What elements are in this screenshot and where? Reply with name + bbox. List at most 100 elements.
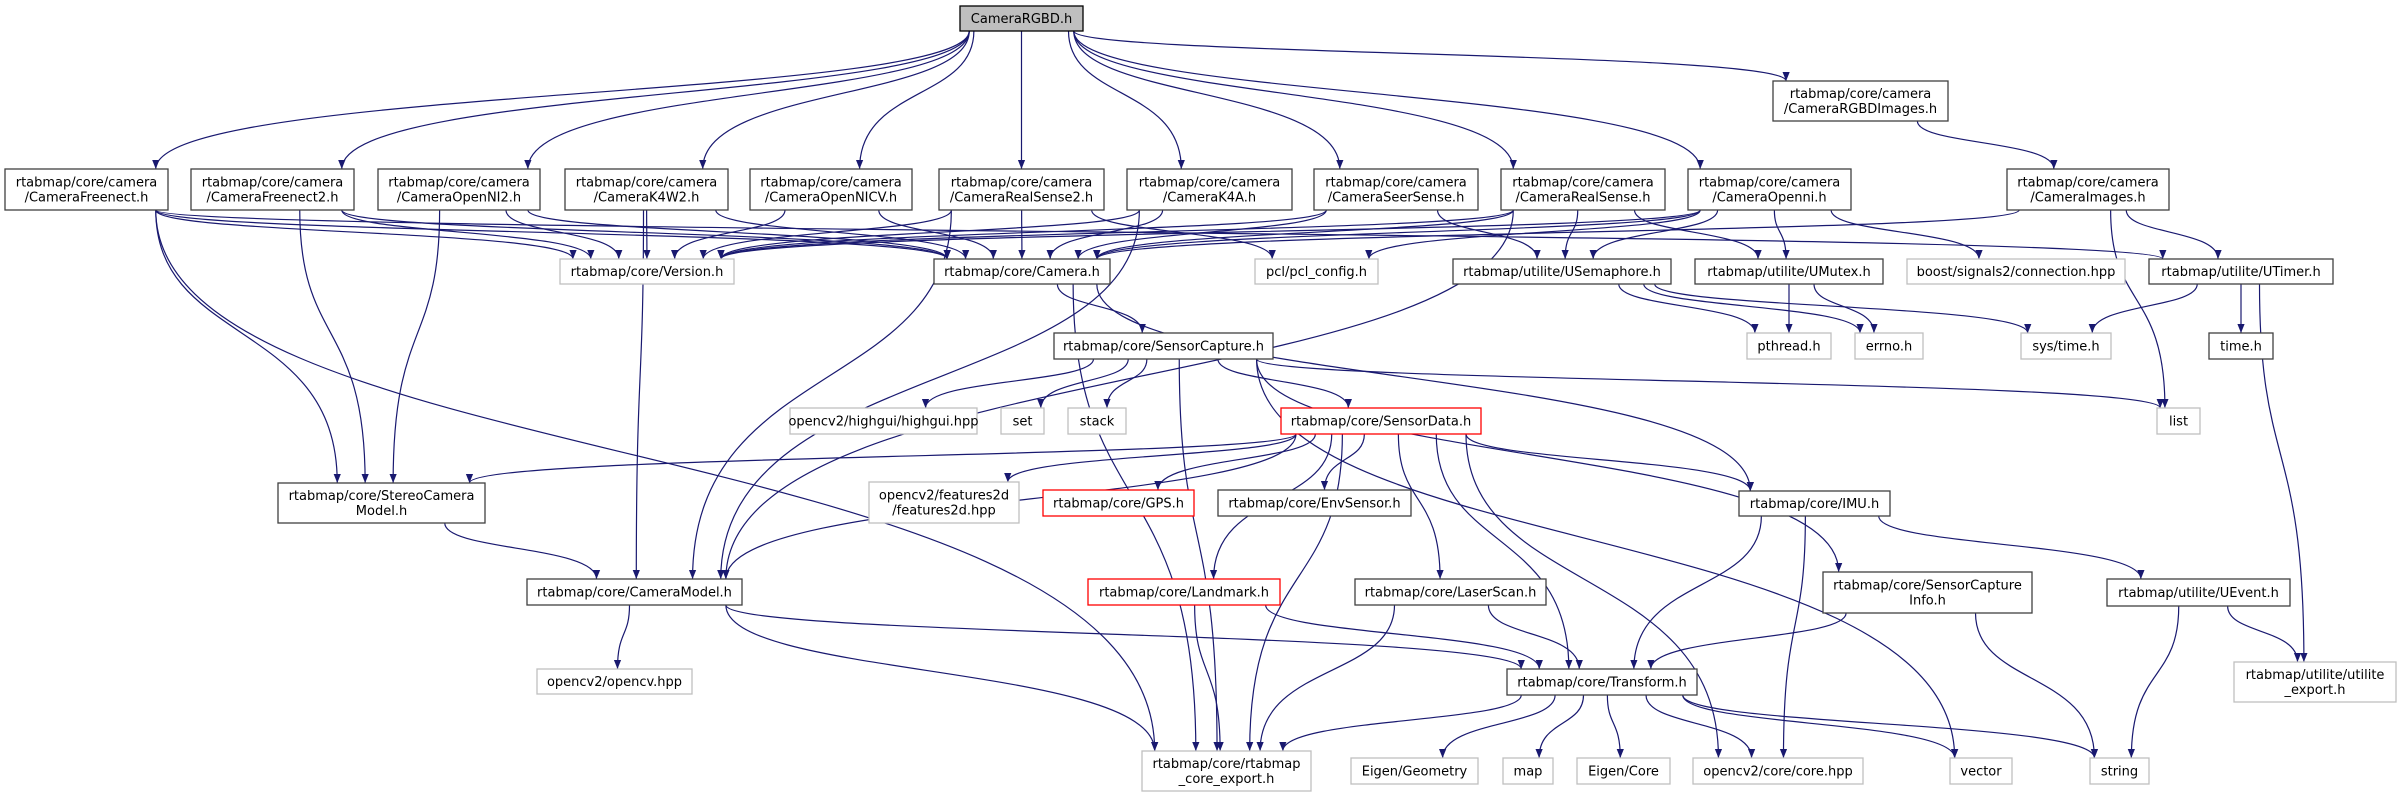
node-systime[interactable]: sys/time.h — [2020, 332, 2112, 360]
edge-k4a-to-version — [717, 209, 1140, 260]
edge-rgbd-to-seersense — [1073, 30, 1344, 170]
edge-rgbd-to-k4a — [1067, 30, 1185, 170]
node-box — [1906, 258, 2126, 285]
node-vector[interactable]: vector — [1949, 757, 2013, 785]
node-label: string — [2101, 765, 2138, 780]
node-uevent[interactable]: rtabmap/utilite/UEvent.h — [2106, 578, 2291, 607]
node-eigengeom[interactable]: Eigen/Geometry — [1350, 757, 1479, 785]
node-camera[interactable]: rtabmap/core/Camera.h — [933, 258, 1111, 285]
node-sensorcapture[interactable]: rtabmap/core/SensorCapture.h — [1053, 332, 1274, 360]
node-errno[interactable]: errno.h — [1854, 332, 1924, 360]
node-label: rtabmap/core/Landmark.h — [1099, 586, 1269, 601]
edge-cameraimages-to-list — [2110, 209, 2169, 409]
node-label: rtabmap/core/camera — [202, 176, 344, 191]
node-openni[interactable]: rtabmap/core/camera/CameraOpenni.h — [1687, 168, 1852, 211]
node-envsensor[interactable]: rtabmap/core/EnvSensor.h — [1217, 489, 1412, 517]
node-openicv[interactable]: rtabmap/core/camera/CameraOpenNICV.h — [749, 168, 913, 211]
node-label: rtabmap/core/GPS.h — [1053, 497, 1184, 512]
node-label: boost/signals2/connection.hpp — [1917, 265, 2116, 280]
node-transform[interactable]: rtabmap/core/Transform.h — [1506, 668, 1698, 696]
node-label: /CameraOpenNICV.h — [765, 191, 897, 206]
node-label: /CameraRGBDImages.h — [1784, 102, 1937, 117]
node-label: rtabmap/core/camera — [1699, 176, 1841, 191]
edge-transform-to-string — [1682, 694, 2098, 759]
node-opencvhpp[interactable]: opencv2/opencv.hpp — [536, 668, 693, 695]
node-label: opencv2/highgui/highgui.hpp — [788, 415, 978, 430]
edge-freenect-to-utimer — [155, 209, 2166, 260]
edge-realsense-to-version — [717, 209, 1514, 260]
node-label: pthread.h — [1757, 340, 1820, 355]
node-realsense2[interactable]: rtabmap/core/camera/CameraRealSense2.h — [938, 168, 1105, 211]
node-openni2[interactable]: rtabmap/core/camera/CameraOpenNI2.h — [377, 168, 541, 211]
node-imu[interactable]: rtabmap/core/IMU.h — [1738, 490, 1891, 517]
node-freenect2[interactable]: rtabmap/core/camera/CameraFreenect2.h — [190, 168, 355, 211]
node-landmark[interactable]: rtabmap/core/Landmark.h — [1087, 578, 1281, 606]
node-sensordata[interactable]: rtabmap/core/SensorData.h — [1280, 407, 1482, 435]
edge-realsense-to-umutex — [1633, 209, 1762, 260]
node-usemaphore[interactable]: rtabmap/utilite/USemaphore.h — [1452, 258, 1672, 285]
node-pcl[interactable]: pcl/pcl_config.h — [1254, 258, 1379, 285]
node-realsense[interactable]: rtabmap/core/camera/CameraRealSense.h — [1500, 168, 1666, 211]
edge-sensordata-to-imu — [1465, 433, 1754, 492]
node-k4a[interactable]: rtabmap/core/camera/CameraK4A.h — [1126, 168, 1293, 211]
node-box — [1692, 757, 1864, 785]
node-highgui[interactable]: opencv2/highgui/highgui.hpp — [788, 407, 979, 435]
node-boost[interactable]: boost/signals2/connection.hpp — [1906, 258, 2126, 285]
node-box — [1254, 258, 1379, 285]
node-version[interactable]: rtabmap/core/Version.h — [559, 258, 735, 285]
edge-openni-to-boost — [1830, 209, 1983, 260]
node-label: list — [2169, 415, 2188, 430]
node-gps[interactable]: rtabmap/core/GPS.h — [1042, 489, 1195, 517]
node-box — [2233, 661, 2397, 703]
node-cameraimages[interactable]: rtabmap/core/camera/CameraImages.h — [2006, 168, 2170, 211]
node-pthread[interactable]: pthread.h — [1746, 332, 1832, 360]
node-label: rtabmap/core/camera — [1139, 176, 1281, 191]
node-features2d[interactable]: opencv2/features2d/features2d.hpp — [868, 481, 1020, 524]
node-label: rtabmap/core/Camera.h — [944, 265, 1100, 280]
node-rgbd[interactable]: CameraRGBD.h — [959, 5, 1084, 32]
node-map[interactable]: map — [1502, 757, 1554, 785]
node-laserscan[interactable]: rtabmap/core/LaserScan.h — [1354, 578, 1547, 606]
edge-seersense-to-usemaphore — [1436, 209, 1541, 260]
node-box — [1822, 571, 2033, 614]
node-label: opencv2/core/core.hpp — [1703, 765, 1853, 780]
node-label: /CameraRealSense.h — [1515, 191, 1650, 206]
node-string[interactable]: string — [2089, 757, 2150, 785]
node-label: errno.h — [1866, 340, 1913, 355]
node-k4w2[interactable]: rtabmap/core/camera/CameraK4W2.h — [564, 168, 729, 211]
node-label: rtabmap/core/SensorData.h — [1291, 415, 1471, 430]
node-umutex[interactable]: rtabmap/utilite/UMutex.h — [1694, 258, 1884, 285]
node-label: /CameraK4W2.h — [594, 191, 700, 206]
edge-openni-to-version — [717, 209, 1701, 260]
node-utimer[interactable]: rtabmap/utilite/UTimer.h — [2148, 258, 2334, 285]
edge-usemaphore-to-pthread — [1618, 283, 1759, 334]
node-box — [2208, 332, 2274, 360]
node-eigencore[interactable]: Eigen/Core — [1576, 757, 1671, 785]
node-label: pcl/pcl_config.h — [1266, 265, 1367, 280]
node-utilexport[interactable]: rtabmap/utilite/utilite_export.h — [2233, 661, 2397, 703]
node-label: rtabmap/core/camera — [16, 176, 158, 191]
node-label: time.h — [2220, 340, 2262, 355]
node-stack[interactable]: stack — [1067, 407, 1127, 435]
node-box — [1067, 407, 1127, 435]
node-box — [1772, 80, 1949, 122]
node-coreexport[interactable]: rtabmap/core/rtabmap_core_export.h — [1141, 750, 1312, 792]
node-box — [190, 168, 355, 211]
edge-realsense2-to-version — [699, 209, 952, 260]
node-rgbdimages[interactable]: rtabmap/core/camera/CameraRGBDImages.h — [1772, 80, 1949, 122]
node-freenect[interactable]: rtabmap/core/camera/CameraFreenect.h — [4, 168, 169, 211]
node-cameramodel[interactable]: rtabmap/core/CameraModel.h — [526, 578, 743, 606]
node-set[interactable]: set — [1000, 407, 1045, 435]
node-label: Model.h — [356, 504, 407, 519]
node-list[interactable]: list — [2156, 407, 2201, 435]
edge-sensordata-to-envsensor — [1320, 433, 1365, 491]
node-label: opencv2/opencv.hpp — [547, 675, 682, 690]
edge-freenect-to-coreexport — [155, 209, 1159, 752]
node-seersense[interactable]: rtabmap/core/camera/CameraSeerSense.h — [1313, 168, 1479, 211]
node-timeh[interactable]: time.h — [2208, 332, 2274, 360]
node-box — [377, 168, 541, 211]
edge-sensordata-to-laserscan — [1397, 433, 1444, 580]
node-corehpp[interactable]: opencv2/core/core.hpp — [1692, 757, 1864, 785]
